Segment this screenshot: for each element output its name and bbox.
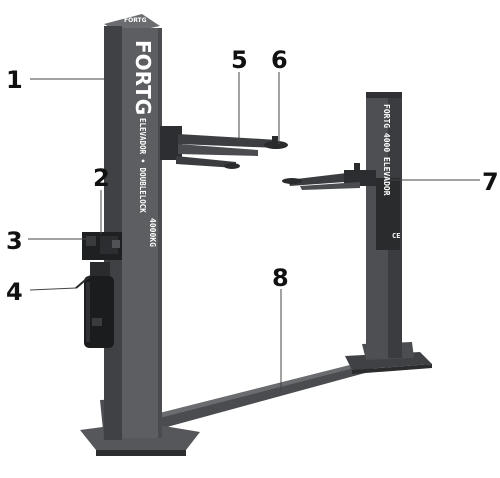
right-column: FORTG 4000 ELEVADOR CE — [366, 92, 402, 358]
left-lift-arms — [160, 126, 288, 169]
right-lift-arms — [282, 163, 376, 190]
callout-8: 8 — [272, 264, 289, 292]
right-column-text: FORTG 4000 ELEVADOR — [382, 104, 391, 196]
left-column: FORTG FORTG ELEVADOR • DOUBLELOCK 4000KG — [104, 14, 162, 440]
brand-logo: FORTG — [131, 40, 155, 115]
callout-2: 2 — [93, 164, 110, 192]
callout-5: 5 — [231, 46, 248, 74]
floor-beam — [140, 362, 376, 430]
callout-labels: 1 2 3 4 5 6 7 8 — [6, 46, 499, 306]
capacity-text: 4000KG — [148, 218, 157, 247]
right-ce-mark: CE — [392, 232, 400, 240]
callout-1: 1 — [6, 66, 23, 94]
callout-4: 4 — [6, 278, 23, 306]
callout-3: 3 — [6, 227, 23, 255]
model-line-text: ELEVADOR • DOUBLELOCK — [138, 118, 147, 213]
callout-6: 6 — [271, 46, 288, 74]
brand-small: FORTG — [124, 17, 147, 24]
hydraulic-motor — [75, 262, 114, 348]
callout-7: 7 — [482, 168, 499, 196]
leader-lines — [28, 72, 480, 392]
control-box — [82, 232, 122, 260]
